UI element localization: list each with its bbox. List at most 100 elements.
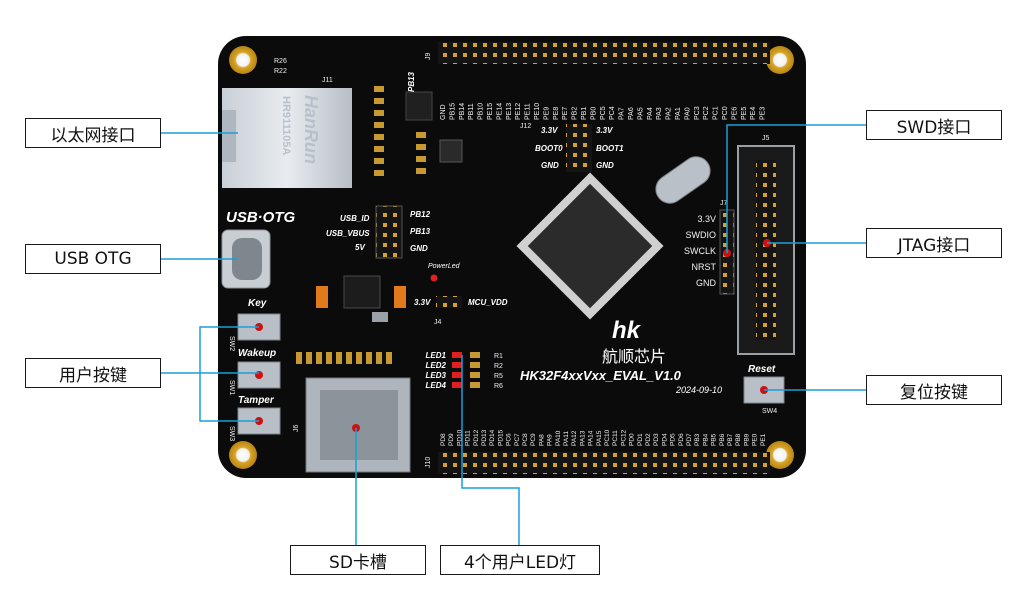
pb13-label: PB13 [410, 227, 431, 236]
top-pin-label: PC5 [600, 106, 607, 120]
top-pin-label: PB14 [459, 103, 466, 120]
reset-label: Reset [748, 364, 776, 375]
top-pin-label: PE7 [562, 107, 569, 120]
top-pin-label: PE6 [731, 107, 738, 120]
mounting-hole [229, 46, 257, 74]
jumper-usb [376, 206, 402, 258]
bottom-pin-label: PD11 [465, 430, 472, 446]
v5-label: 5V [355, 243, 365, 252]
regulator [344, 276, 380, 308]
bottom-pin-label: PB4 [702, 433, 709, 446]
bottom-pin-label: PC10 [604, 429, 611, 446]
led-label: LED2 [426, 361, 447, 370]
top-pin-label: PC1 [713, 106, 720, 120]
swd-pin-label: NRST [692, 262, 717, 272]
bottom-pin-label: PB6 [719, 433, 726, 446]
bottom-pin-label: PC7 [514, 433, 521, 446]
bottom-pin-label: PD12 [473, 429, 480, 446]
key-label: Key [248, 298, 267, 309]
bottom-pin-label: PC12 [620, 429, 627, 446]
brand-cn: 航顺芯片 [602, 348, 666, 366]
callout-swd: SWD接口 [866, 110, 1002, 140]
bottom-pin-label: PD6 [678, 433, 685, 446]
ethernet-latch [222, 110, 236, 162]
ref-r22: R22 [274, 68, 287, 75]
header-ref-j9: J9 [425, 53, 432, 61]
sd-card-slot-inner [320, 390, 398, 460]
bottom-pin-label: PC6 [506, 433, 513, 446]
top-pin-label: PC4 [609, 106, 616, 120]
bottom-pin-label: PB3 [694, 433, 701, 446]
swd-pin-label: 3.3V [697, 214, 716, 224]
v33-mcu-label: 3.3V [414, 298, 431, 307]
mcu-vdd-label: MCU_VDD [468, 298, 508, 307]
led-label: LED1 [426, 351, 447, 360]
ref-j11: J11 [322, 77, 333, 84]
bottom-pin-label: PA12 [571, 430, 578, 446]
bottom-pin-label: PD7 [686, 433, 693, 446]
top-pin-label: PC2 [703, 106, 710, 120]
top-pin-label: PB11 [468, 103, 475, 120]
ref-r5: R5 [494, 373, 503, 380]
ethernet-phy-chip [440, 140, 462, 162]
bottom-pin-label: PE1 [760, 433, 767, 446]
top-pin-label: PA5 [637, 107, 644, 120]
callout-reset-key: 复位按键 [866, 375, 1002, 405]
ref-r1: R1 [494, 353, 503, 360]
top-pin-label: PB15 [449, 103, 456, 120]
power-led [431, 275, 438, 282]
bottom-pin-label: PD3 [653, 433, 660, 446]
top-pin-label: PE12 [515, 103, 522, 120]
brand-logo-glyph: hk [612, 317, 642, 344]
bottom-pin-label: PB7 [727, 433, 734, 446]
callout-sd-slot: SD卡槽 [290, 545, 426, 575]
top-pin-header [438, 42, 770, 64]
callout-user-keys: 用户按键 [25, 358, 161, 388]
top-pin-label: PC3 [694, 106, 701, 120]
ref-j5: J5 [762, 135, 770, 142]
wakeup-label: Wakeup [238, 348, 276, 359]
jumper-pb12-pb13-top [406, 92, 432, 120]
top-pin-label: PE14 [496, 103, 503, 120]
ethernet-brand: HanRun [301, 95, 321, 164]
bottom-pin-label: PA15 [596, 430, 603, 446]
mounting-hole [229, 441, 257, 469]
usb-id-label: USB_ID [340, 214, 370, 223]
callout-usb-otg: USB OTG [25, 244, 161, 274]
top-pin-label: PE15 [487, 103, 494, 120]
ref-j12: J12 [520, 123, 531, 130]
jtag-pins [756, 160, 776, 340]
ref-r6: R6 [494, 383, 503, 390]
pb12-label: PB12 [410, 210, 431, 219]
top-pin-label: PB1 [581, 107, 588, 120]
ethernet-part: HR911105A [280, 96, 292, 155]
bottom-pin-label: PB5 [711, 433, 718, 446]
bottom-pin-label: PC9 [530, 433, 537, 446]
callout-ethernet: 以太网接口 [25, 118, 161, 148]
header-ref-j10: J10 [425, 457, 432, 468]
bottom-pin-label: PB8 [735, 433, 742, 446]
bottom-pin-label: PA8 [538, 434, 545, 446]
bottom-pin-label: PD2 [645, 433, 652, 446]
bottom-pin-label: PA14 [588, 430, 595, 446]
swd-pin-label: GND [696, 278, 717, 288]
top-pin-label: PA2 [666, 107, 673, 120]
ref-r2: R2 [494, 363, 503, 370]
bottom-pin-label: PA13 [579, 430, 586, 446]
top-pin-label: PE13 [506, 103, 513, 120]
jumper-mcu-vdd [436, 296, 462, 308]
bottom-pin-label: PA11 [563, 431, 570, 446]
callout-jtag: JTAG接口 [866, 228, 1002, 258]
led-label: LED3 [426, 371, 447, 380]
top-pin-label: PC0 [722, 106, 729, 120]
led-label: LED4 [426, 381, 447, 390]
usb-otg-silk: USB·OTG [226, 209, 295, 226]
ref-j4: J4 [434, 319, 442, 326]
bottom-pin-label: PD13 [481, 429, 488, 446]
top-pin-label: PA0 [684, 107, 691, 120]
top-pin-label: PE4 [750, 107, 757, 120]
ref-j6: J6 [293, 425, 300, 433]
